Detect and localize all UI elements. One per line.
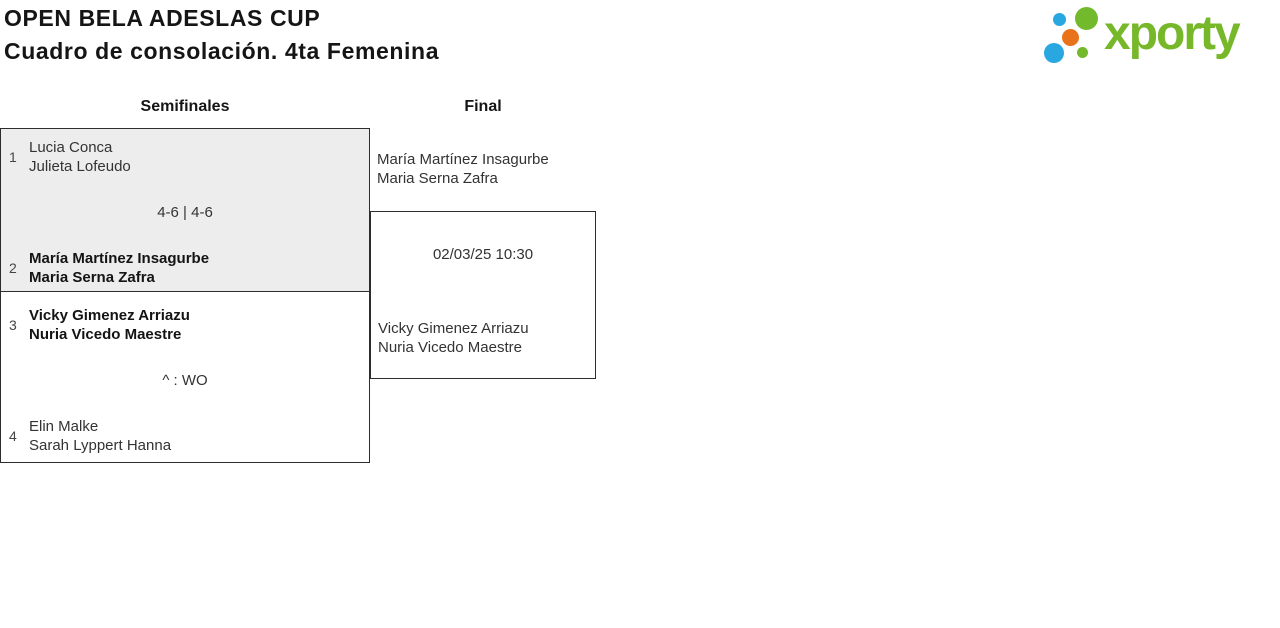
player-name: Elin Malke — [29, 418, 99, 435]
seed-number: 3 — [9, 317, 17, 333]
bracket-subtitle: Cuadro de consolación. 4ta Femenina — [4, 38, 440, 64]
round-header-semifinals: Semifinales — [140, 98, 230, 115]
logo-dot-icon — [1077, 47, 1088, 58]
player-name: Nuria Vicedo Maestre — [378, 339, 522, 356]
player-name: Vicky Gimenez Arriazu — [29, 307, 190, 324]
round-header-final: Final — [464, 98, 502, 115]
match-datetime: 02/03/25 10:30 — [432, 246, 534, 263]
final-team-top: María Martínez Insagurbe Maria Serna Zaf… — [377, 150, 549, 188]
logo-dot-icon — [1053, 13, 1066, 26]
logo-wordmark: xporty — [1104, 7, 1241, 60]
team-row: 4 Elin Malke Sarah Lyppert Hanna — [9, 417, 171, 455]
match-score: ^ : WO — [162, 372, 208, 389]
player-name: Julieta Lofeudo — [29, 158, 131, 175]
page-header: OPEN BELA ADESLAS CUP Cuadro de consolac… — [4, 2, 439, 68]
team-names: Elin Malke Sarah Lyppert Hanna — [29, 417, 171, 455]
semifinal-match-1: 1 Lucia Conca Julieta Lofeudo 4-6 | 4-6 … — [0, 128, 370, 292]
seed-number: 2 — [9, 260, 17, 276]
team-names: María Martínez Insagurbe Maria Serna Zaf… — [29, 249, 209, 287]
match-score: 4-6 | 4-6 — [157, 204, 213, 221]
player-name: Vicky Gimenez Arriazu — [378, 320, 529, 337]
seed-number: 4 — [9, 428, 17, 444]
logo-dot-icon — [1044, 43, 1064, 63]
player-name: Maria Serna Zafra — [377, 170, 498, 187]
player-name: María Martínez Insagurbe — [29, 250, 210, 267]
logo-dot-icon — [1075, 7, 1098, 30]
tournament-title: OPEN BELA ADESLAS CUP — [4, 5, 321, 31]
team-row: 1 Lucia Conca Julieta Lofeudo — [9, 138, 131, 176]
player-name: Sarah Lyppert Hanna — [29, 437, 172, 454]
player-name: Maria Serna Zafra — [29, 269, 155, 286]
player-name: Nuria Vicedo Maestre — [29, 326, 182, 343]
final-match: 02/03/25 10:30 Vicky Gimenez Arriazu Nur… — [370, 211, 596, 379]
seed-number: 1 — [9, 149, 17, 165]
team-row: 2 María Martínez Insagurbe Maria Serna Z… — [9, 249, 209, 287]
player-name: María Martínez Insagurbe — [377, 151, 549, 168]
team-row: 3 Vicky Gimenez Arriazu Nuria Vicedo Mae… — [9, 306, 190, 344]
logo-dot-icon — [1062, 29, 1079, 46]
final-team-bottom: Vicky Gimenez Arriazu Nuria Vicedo Maest… — [378, 319, 529, 357]
team-names: Lucia Conca Julieta Lofeudo — [29, 138, 131, 176]
xporty-logo[interactable]: xporty — [1040, 4, 1276, 70]
semifinal-match-2: 3 Vicky Gimenez Arriazu Nuria Vicedo Mae… — [0, 291, 370, 463]
player-name: Lucia Conca — [29, 139, 113, 156]
team-names: Vicky Gimenez Arriazu Nuria Vicedo Maest… — [29, 306, 190, 344]
